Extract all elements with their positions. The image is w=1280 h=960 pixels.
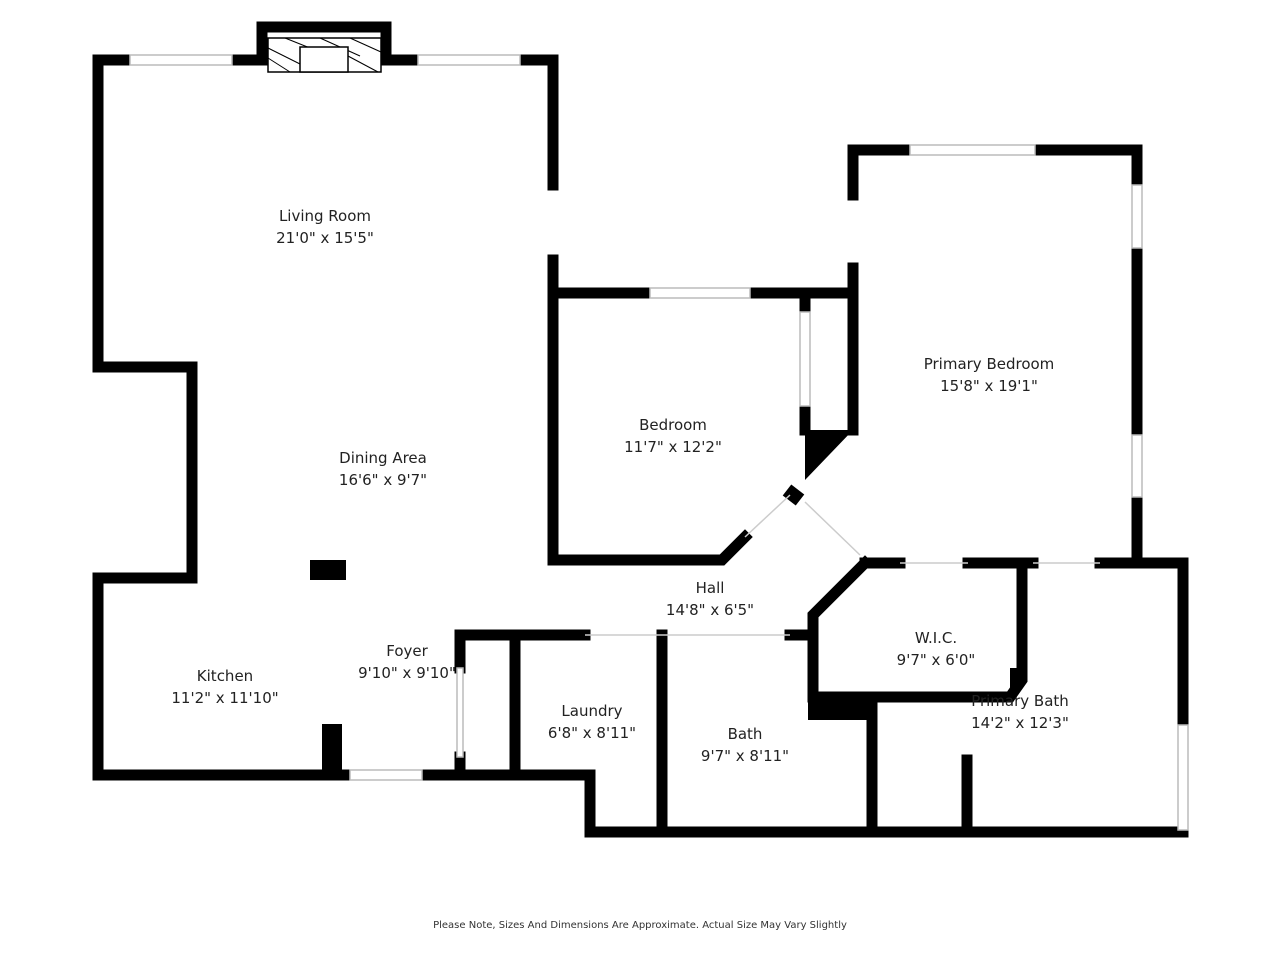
wall-block (1010, 668, 1022, 697)
window (349, 769, 423, 781)
room-laundry: Laundry 6'8" x 8'11" (548, 700, 636, 744)
room-foyer: Foyer 9'10" x 9'10" (358, 640, 456, 684)
room-dims: 11'7" x 12'2" (624, 438, 722, 456)
room-name: Hall (695, 579, 725, 597)
room-living-room: Living Room 21'0" x 15'5" (276, 205, 374, 249)
room-name: Bedroom (639, 416, 707, 434)
room-dims: 21'0" x 15'5" (276, 229, 374, 247)
room-primary-bedroom: Primary Bedroom 15'8" x 19'1" (924, 353, 1055, 397)
window (1131, 184, 1143, 249)
disclaimer-note: Please Note, Sizes And Dimensions Are Ap… (433, 920, 847, 931)
wall-block (808, 695, 876, 720)
door-jamb (782, 484, 805, 506)
room-dims: 9'10" x 9'10" (358, 664, 456, 682)
room-dims: 9'7" x 6'0" (896, 651, 976, 669)
windows (129, 54, 1189, 831)
window (1131, 434, 1143, 498)
wall-block (805, 430, 853, 480)
fireplace (267, 37, 382, 73)
room-dims: 9'7" x 8'11" (700, 747, 790, 765)
window (909, 144, 1036, 156)
room-dims: 16'6" x 9'7" (338, 471, 428, 489)
room-hall: Hall 14'8" x 6'5" (666, 577, 754, 621)
column (310, 560, 346, 580)
room-bath: Bath 9'7" x 8'11" (701, 723, 789, 767)
room-name: Kitchen (196, 667, 254, 685)
room-kitchen: Kitchen 11'2" x 11'10" (171, 665, 278, 709)
door-swings (585, 494, 1100, 636)
room-name: Bath (727, 725, 763, 743)
room-name: Living Room (278, 207, 372, 225)
room-name: Foyer (386, 642, 428, 660)
room-wic: W.I.C. 9'7" x 6'0" (897, 627, 976, 671)
window (129, 54, 233, 66)
walls (92, 21, 1189, 838)
room-name: Laundry (561, 702, 623, 720)
room-dims: 15'8" x 19'1" (940, 377, 1038, 395)
wall-block (322, 724, 342, 776)
window (456, 667, 464, 758)
window (799, 311, 811, 407)
room-name: Primary Bedroom (923, 355, 1055, 373)
room-primary-bath: Primary Bath 14'2" x 12'3" (971, 690, 1069, 734)
room-dims: 14'2" x 12'3" (971, 714, 1069, 732)
room-dims: 11'2" x 11'10" (171, 689, 279, 707)
room-name: Dining Area (339, 449, 427, 467)
room-name: W.I.C. (914, 629, 958, 647)
window (649, 287, 751, 299)
room-dims: 14'8" x 6'5" (665, 601, 755, 619)
window (1177, 724, 1189, 831)
window (417, 54, 521, 66)
room-dining-area: Dining Area 16'6" x 9'7" (339, 447, 427, 491)
room-name: Primary Bath (971, 692, 1069, 710)
room-bedroom: Bedroom 11'7" x 12'2" (624, 414, 722, 458)
room-dims: 6'8" x 8'11" (547, 724, 637, 742)
